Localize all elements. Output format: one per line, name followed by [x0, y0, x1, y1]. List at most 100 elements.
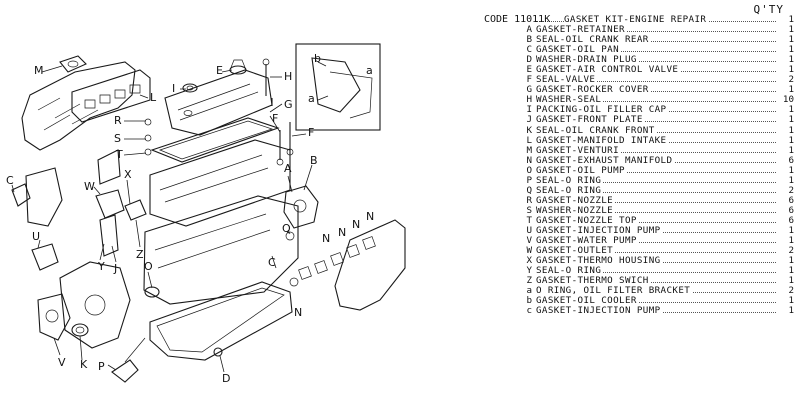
callout-label: G: [284, 98, 293, 111]
part-quantity: 1: [788, 24, 794, 36]
part-description: SEAL-O RING: [536, 265, 604, 277]
part-quantity: 2: [788, 245, 794, 257]
part-code: a: [526, 285, 532, 297]
water-pump-part: [37, 293, 71, 341]
leader-dots: [536, 41, 776, 43]
part-description: GASKET-THERMO SWICH: [536, 275, 651, 287]
callout-label: F: [272, 112, 278, 125]
part-description: GASKET-AIR CONTROL VALVE: [536, 64, 681, 76]
part-quantity: 1: [788, 134, 794, 146]
part-code: H: [526, 94, 532, 106]
part-code: F: [526, 74, 532, 86]
leader-dots: [536, 221, 776, 223]
parts-list-row: T GASKET-NOZZLE TOP 6: [484, 214, 798, 226]
callout-label: Y: [97, 260, 105, 273]
callout-label: C: [6, 174, 14, 187]
callout-label: X: [124, 168, 132, 181]
part-code: J: [526, 114, 532, 126]
callout-label: T: [115, 148, 123, 161]
part-description: SEAL-O RING: [536, 174, 604, 186]
part-code: G: [526, 84, 532, 96]
leader-dots: [536, 302, 776, 304]
seal-o-rings-part: [285, 231, 299, 287]
callout-label: U: [32, 230, 40, 243]
part-description: WASHER-DRAIN PLUG: [536, 54, 639, 66]
part-quantity: 1: [788, 295, 794, 307]
part-description: PACKING-OIL FILLER CAP: [536, 104, 669, 116]
part-description: SEAL-OIL CRANK REAR: [536, 34, 651, 46]
part-quantity: 1: [788, 84, 794, 96]
callout-label: N: [366, 210, 374, 223]
part-quantity: 1: [788, 64, 794, 76]
part-code: K: [526, 124, 532, 136]
part-code: E: [526, 64, 532, 76]
parts-list-row: K SEAL-OIL CRANK FRONT 1: [484, 124, 798, 136]
injection-pump-gasket-part: [31, 243, 59, 271]
callout-label: a: [366, 64, 373, 77]
leader-dots: [536, 211, 776, 213]
part-code: CODE 11011K: [484, 14, 551, 25]
parts-list-row: Q SEAL-O RING 2: [484, 184, 798, 196]
part-quantity: 1: [788, 275, 794, 287]
part-code: U: [526, 224, 532, 236]
part-description: GASKET-ROCKER COVER: [536, 84, 651, 96]
callout-label: C: [268, 256, 276, 269]
o-ring-seal-part: [111, 337, 146, 383]
part-description: WASHER-SEAL: [536, 94, 604, 106]
part-quantity: 6: [788, 204, 794, 216]
engine-block-part: [143, 195, 299, 305]
callout-label: O: [144, 260, 153, 273]
leader-dots: [536, 191, 776, 193]
part-description: GASKET-OIL COOLER: [536, 295, 639, 307]
valve-cover-part: [21, 61, 136, 151]
parts-list-row: E GASKET-AIR CONTROL VALVE 1: [484, 64, 798, 76]
part-description: SEAL-OIL CRANK FRONT: [536, 124, 657, 136]
part-description: GASKET-THERMO HOUSING: [536, 255, 663, 267]
callout-label: K: [80, 358, 88, 371]
part-quantity: 1: [788, 124, 794, 136]
part-code: c: [526, 305, 532, 317]
part-code: b: [526, 295, 532, 307]
part-code: R: [526, 194, 532, 206]
part-description: GASKET KIT-ENGINE REPAIR: [564, 14, 709, 25]
leader-dots: [536, 91, 776, 93]
part-code: Q: [526, 184, 532, 196]
callout-label: P: [98, 360, 105, 373]
cylinder-head-part: [149, 139, 291, 227]
callout-label: L: [150, 91, 157, 104]
callout-label: N: [352, 218, 360, 231]
part-description: O RING, OIL FILTER BRACKET: [536, 285, 693, 297]
part-description: GASKET-MANIFOLD INTAKE: [536, 134, 669, 146]
callout-label: E: [216, 64, 223, 77]
leader-dots: [536, 272, 776, 274]
part-code: P: [526, 174, 532, 186]
part-code: Z: [526, 275, 532, 287]
left-gasket-part: [11, 167, 63, 227]
callout-label: V: [58, 356, 66, 369]
thermostat-housing-part: [95, 149, 147, 257]
part-quantity: 6: [788, 214, 794, 226]
part-description: GASKET-OIL PUMP: [536, 164, 627, 176]
part-quantity: 1: [788, 34, 794, 46]
part-description: GASKET-NOZZLE TOP: [536, 214, 639, 226]
part-description: GASKET-RETAINER: [536, 24, 627, 36]
leader-dots: [536, 242, 776, 244]
part-description: SEAL-O RING: [536, 184, 604, 196]
part-quantity: 1: [788, 224, 794, 236]
part-code: I: [526, 104, 532, 116]
part-quantity: 2: [788, 184, 794, 196]
part-code: T: [526, 214, 532, 226]
part-code: D: [526, 54, 532, 66]
